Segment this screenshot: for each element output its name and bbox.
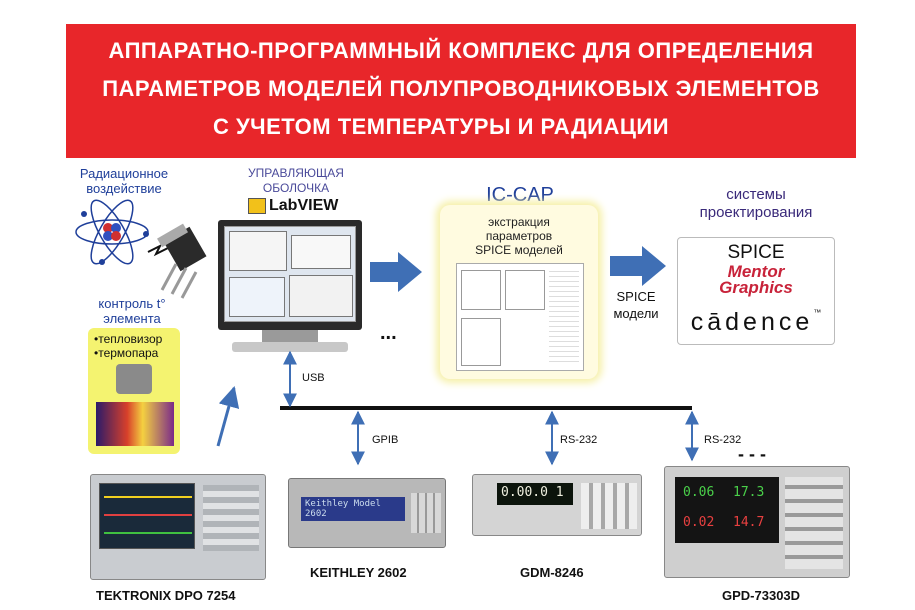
lightning-icon <box>148 246 168 254</box>
arrow-scope-to-computer <box>218 388 234 446</box>
atom-icon <box>76 195 149 269</box>
arrow-iccap-to-eda <box>610 246 666 286</box>
transistor-icon <box>157 224 206 298</box>
arrow-labview-to-iccap <box>370 252 422 292</box>
